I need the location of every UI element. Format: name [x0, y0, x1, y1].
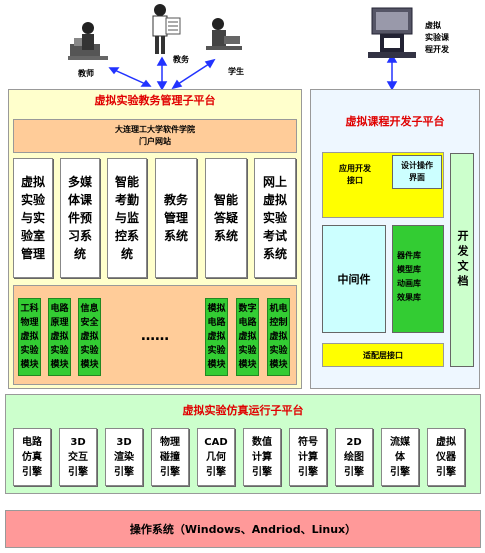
module-ellipsis: …… [141, 328, 169, 344]
app-dev-interface[interactable]: 应用开发 接口 [326, 155, 384, 195]
system-smart-qa[interactable]: 智能答疑系统 [205, 158, 247, 278]
system-lab-management[interactable]: 虚拟实验与实验室管理 [13, 158, 53, 278]
engine-streaming-media[interactable]: 流媒体引擎 [381, 428, 419, 486]
middleware[interactable]: 中间件 [322, 225, 386, 333]
system-multimedia-preview[interactable]: 多媒体课件预习系统 [60, 158, 100, 278]
module-circuit-principles[interactable]: 电路原理虚拟实验模块 [48, 298, 71, 376]
adapter-interface[interactable]: 适配层接口 [322, 343, 444, 367]
library-effects[interactable]: 效果库 [397, 293, 421, 302]
library-components[interactable]: 器件库 [397, 251, 421, 260]
module-engineering-physics[interactable]: 工科物理虚拟实验模块 [18, 298, 41, 376]
teacher-arrow [109, 67, 151, 87]
runtime-title: 虚拟实验仿真运行子平台 [182, 404, 304, 417]
operating-system-bar: 操作系统（Windows、Andriod、Linux） [5, 510, 481, 548]
system-academic-affairs[interactable]: 教务管理系统 [155, 158, 197, 278]
student-label: 学生 [228, 67, 244, 76]
portal-website[interactable]: 大连理工大学软件学院 门户网站 [13, 119, 297, 153]
dev-docs[interactable]: 开发文档 [450, 153, 474, 367]
teacher-label: 教师 [78, 69, 94, 78]
top-users-area [68, 4, 416, 90]
engine-virtual-instrument[interactable]: 虚拟仪器引擎 [427, 428, 465, 486]
module-analog-circuit[interactable]: 模拟电路虚拟实验模块 [205, 298, 228, 376]
portal-line-2: 门户网站 [139, 137, 171, 146]
system-online-exam[interactable]: 网上虚拟实验考试系统 [254, 158, 296, 278]
engine-symbolic-computing[interactable]: 符号计算引擎 [289, 428, 327, 486]
system-attendance-monitor[interactable]: 智能考勤与监控系统 [107, 158, 147, 278]
library-models[interactable]: 模型库 [397, 265, 421, 274]
developer-label: 虚拟 实验课 程开发 [425, 21, 449, 54]
engine-circuit-sim[interactable]: 电路仿真引擎 [13, 428, 51, 486]
student-icon [206, 18, 242, 50]
developer-icon [368, 7, 416, 58]
module-information-security[interactable]: 信息安全虚拟实验模块 [78, 298, 101, 376]
portal-line-1: 大连理工大学软件学院 [115, 125, 195, 134]
management-title: 虚拟实验教务管理子平台 [94, 94, 216, 107]
student-arrow [174, 61, 213, 87]
development-title: 虚拟课程开发子平台 [345, 115, 445, 128]
module-electromechanical-control[interactable]: 机电控制虚拟实验模块 [267, 298, 290, 376]
admin-icon [152, 4, 181, 54]
teacher-icon [68, 22, 108, 60]
admin-label: 教务 [173, 55, 189, 64]
engine-numerical-computing[interactable]: 数值计算引擎 [243, 428, 281, 486]
library-animations[interactable]: 动画库 [397, 279, 421, 288]
module-digital-circuit[interactable]: 数字电路虚拟实验模块 [236, 298, 259, 376]
library-group [392, 225, 444, 333]
library-list: 器件库 模型库 动画库 效果库 [397, 249, 443, 305]
design-ui[interactable]: 设计操作 界面 [392, 155, 442, 189]
engine-physics-collision[interactable]: 物理碰撞引擎 [151, 428, 189, 486]
